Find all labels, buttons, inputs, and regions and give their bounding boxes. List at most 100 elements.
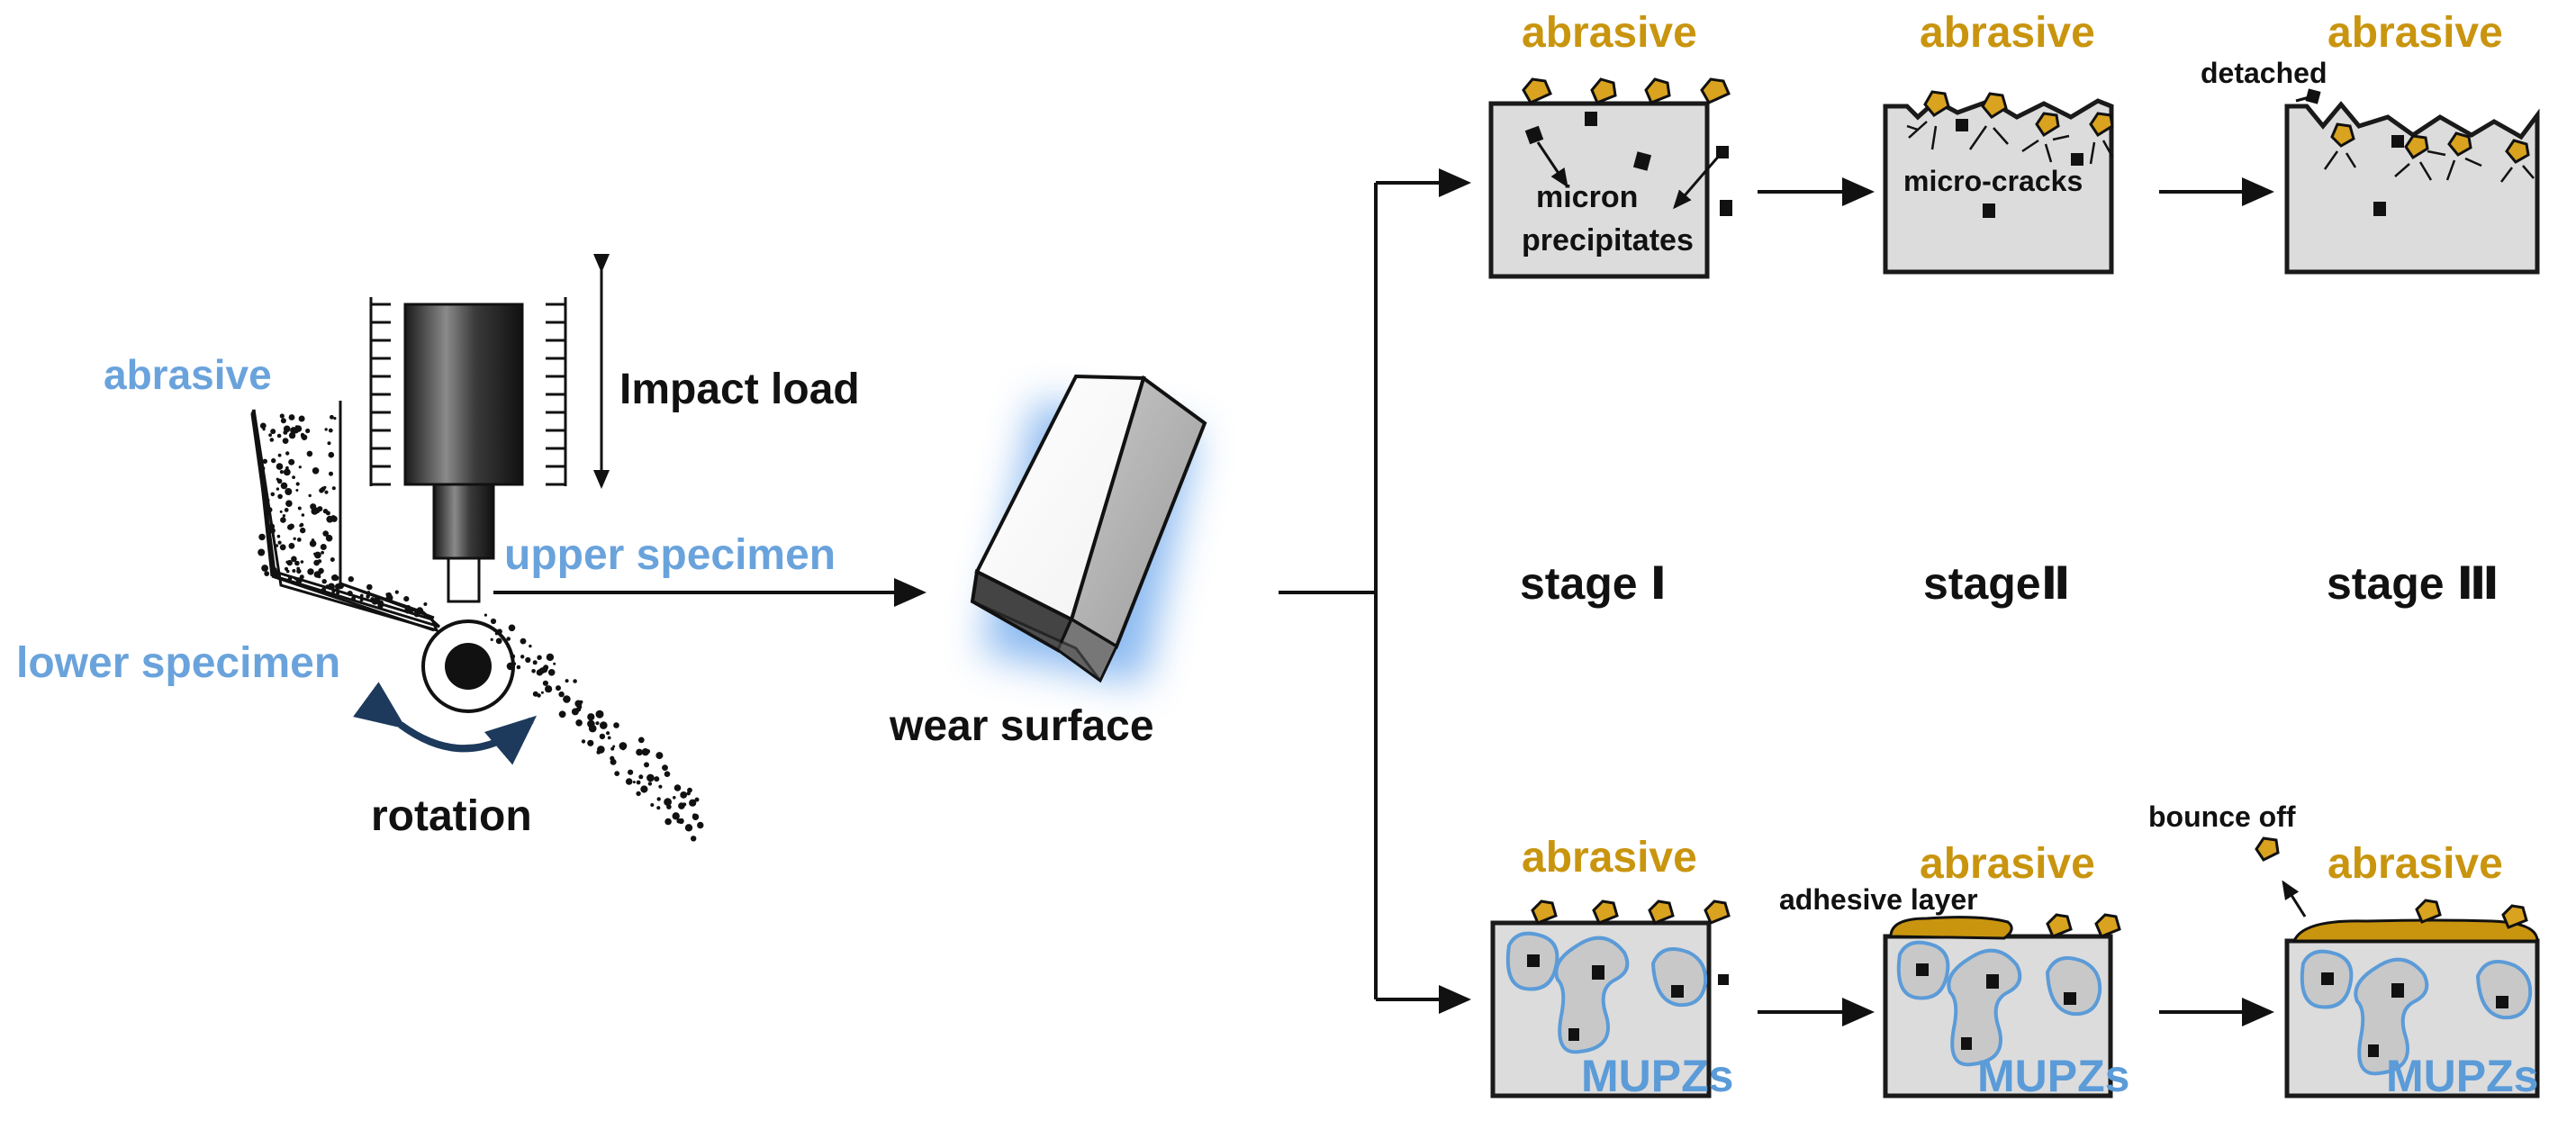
label-abrasive-bottom1: abrasive — [1522, 834, 1697, 881]
abrasive-grain — [298, 466, 302, 469]
abrasive-grain — [619, 742, 628, 750]
abrasive-grain — [654, 776, 660, 782]
abrasive-grain — [672, 812, 680, 820]
abrasive-grain — [510, 654, 516, 659]
abrasive-grain — [296, 566, 301, 571]
abrasive-grain — [405, 605, 411, 611]
abrasive-grain — [295, 577, 303, 584]
abrasive-grain — [280, 482, 288, 490]
precipitates — [1527, 954, 1729, 1041]
abrasive-grain — [636, 748, 643, 756]
abrasive-grain — [571, 708, 579, 716]
abrasive-grain — [320, 544, 327, 550]
abrasive-grain — [656, 797, 661, 801]
label-mupz-1: MUPZs — [1581, 1051, 1733, 1101]
abrasive-grain — [288, 431, 296, 439]
abrasive-grain — [321, 550, 324, 555]
abrasive-grain — [313, 571, 321, 578]
abrasive-grain — [673, 796, 676, 800]
bounced-abrasive — [2255, 836, 2280, 862]
abrasive-grain — [287, 576, 293, 582]
abrasive-grain — [537, 693, 541, 698]
abrasive-grain — [348, 576, 354, 583]
abrasive-grain — [282, 514, 286, 518]
abrasive-grain — [267, 507, 273, 513]
abrasive-grain — [306, 450, 313, 457]
micro-cracks — [1906, 121, 2114, 165]
abrasive-grain — [295, 489, 299, 492]
pointer-line — [1673, 154, 1722, 210]
label-micro-cracks: micro-cracks — [1903, 165, 2083, 197]
abrasive-grain — [347, 591, 353, 597]
abrasive-grain — [319, 488, 324, 493]
abrasive-grain — [279, 544, 286, 551]
abrasive-grain — [313, 552, 317, 556]
abrasive-grain — [276, 477, 279, 481]
abrasive-grain — [288, 542, 295, 549]
abrasive-grain — [294, 425, 299, 429]
abrasive-grain — [410, 610, 413, 614]
abrasive-grain — [587, 713, 595, 721]
abrasive-grain — [628, 769, 634, 775]
abrasive-grain — [625, 778, 633, 785]
mupz-zones — [1505, 931, 1708, 1054]
abrasive-grain — [311, 538, 315, 542]
abrasive-grain — [300, 560, 304, 564]
wheel-hub — [445, 643, 492, 690]
guide-wall-right — [546, 297, 567, 486]
abrasive-grain — [614, 771, 620, 776]
abrasive-grain — [292, 569, 296, 573]
abrasive-grain — [334, 583, 341, 590]
adhesive-layer — [1889, 916, 2013, 940]
abrasive-grain — [285, 500, 293, 507]
pointer-line — [1536, 141, 1568, 188]
abrasive-grain — [326, 515, 334, 523]
abrasive-grain — [313, 507, 321, 514]
abrasive-grain — [268, 433, 272, 438]
abrasive-grain — [495, 637, 502, 645]
abrasive-grain — [496, 628, 502, 635]
abrasive-grain — [359, 598, 364, 602]
label-mupz-2: MUPZs — [1977, 1051, 2129, 1101]
abrasive-grain — [673, 784, 682, 791]
bounce-arrow — [2282, 880, 2307, 918]
stage-labels: stage Ⅰ stageⅡ stage Ⅲ — [1520, 558, 2499, 609]
abrasive-grain — [279, 510, 283, 513]
abrasive-grain — [423, 602, 428, 606]
abrasive-grain — [689, 799, 697, 807]
abrasive-grain — [309, 539, 317, 547]
abrasive-grain — [305, 428, 311, 434]
abrasive-grain — [366, 583, 373, 591]
abrasive-grain — [261, 565, 268, 572]
abrasive-grain — [301, 433, 305, 438]
abrasive-grain — [656, 806, 661, 810]
abrasive-grain — [610, 746, 615, 751]
abrasive-grain — [277, 453, 282, 457]
abrasive-hopper — [250, 401, 440, 633]
abrasive-grain — [595, 710, 604, 719]
material-block — [2284, 101, 2540, 275]
abrasive-grain — [377, 602, 384, 609]
abrasive-grain — [553, 662, 556, 665]
abrasive-grain — [297, 506, 302, 511]
abrasive-grain — [325, 534, 333, 542]
abrasive-grain — [258, 548, 266, 556]
abrasive-particles — [2415, 899, 2528, 929]
top-panel-stage3: detached abrasive — [2201, 9, 2540, 275]
abrasive-grain — [260, 466, 266, 471]
abrasive-grain — [490, 637, 493, 642]
label-abrasive-apparatus: abrasive — [104, 351, 272, 398]
abrasive-grains-falling — [484, 613, 704, 842]
abrasive-grain — [394, 590, 399, 594]
abrasive-particles — [1531, 899, 1731, 925]
abrasive-grains-hopper — [258, 413, 428, 618]
abrasive-grain — [520, 637, 527, 645]
wear-surface-sample: wear surface — [889, 374, 1207, 750]
abrasive-grain — [333, 417, 337, 420]
material-block — [1883, 97, 2114, 275]
abrasive-grain — [664, 798, 672, 807]
test-apparatus: abrasive Impact load upper specimen lowe… — [16, 254, 926, 842]
label-mupz-3: MUPZs — [2386, 1051, 2538, 1101]
abrasive-grain — [575, 719, 583, 727]
label-abrasive-top3: abrasive — [2327, 9, 2503, 57]
